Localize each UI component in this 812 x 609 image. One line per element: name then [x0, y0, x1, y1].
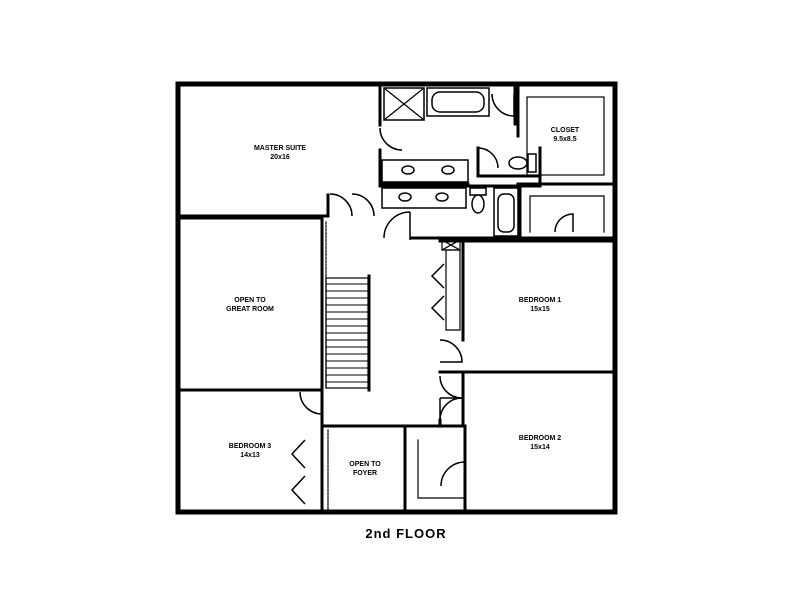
- hall-closet: [529, 195, 605, 233]
- toilet-door: [491, 93, 515, 117]
- hall-bath-door: [383, 211, 411, 240]
- master-closet: [516, 84, 617, 186]
- closet-size: 9.5x8.5: [553, 136, 576, 143]
- master-suite-door: [329, 193, 375, 217]
- staircase: [325, 274, 371, 392]
- bedroom-3-size: 14x13: [240, 452, 260, 459]
- great-room-label-1: OPEN TO: [234, 297, 266, 304]
- bedroom-3-label: BEDROOM 3: [229, 443, 272, 450]
- bedroom-2-closet-inner: [417, 439, 466, 499]
- floor-title: 2nd FLOOR: [365, 526, 447, 541]
- bedroom-2-closet-wall: [403, 424, 467, 514]
- master-bath-wall-2: [378, 148, 470, 186]
- shower: [383, 87, 425, 121]
- hall-tub: [493, 187, 519, 237]
- bedroom-2-label: BEDROOM 2: [519, 435, 562, 442]
- master-bath-door: [379, 127, 403, 151]
- exterior-wall: [175, 81, 618, 515]
- bedroom-2-size: 15x14: [530, 444, 550, 451]
- master-suite-label: MASTER SUITE: [254, 145, 306, 152]
- bedroom-1-closet-doors: [430, 263, 445, 321]
- hall-door: [439, 397, 463, 421]
- bedroom-2-closet-door: [440, 461, 466, 487]
- bedroom-2-door: [439, 375, 463, 399]
- closet-label: CLOSET: [551, 127, 580, 134]
- bedroom-3-door: [299, 391, 323, 415]
- bedroom-1-label: BEDROOM 1: [519, 297, 562, 304]
- hall-closet-door: [554, 213, 574, 233]
- master-vanity: [381, 159, 469, 183]
- great-room-label-2: GREAT ROOM: [226, 306, 274, 313]
- hall-vanity: [381, 187, 467, 209]
- bathtub: [426, 87, 490, 117]
- foyer-label-2: FOYER: [353, 470, 377, 477]
- closet-door: [477, 147, 499, 169]
- hall-toilet: [469, 187, 487, 214]
- bedroom-1-size: 15x15: [530, 306, 550, 313]
- bedroom-3-closet-doors: [290, 439, 306, 505]
- great-room-opening-wall: [176, 216, 324, 392]
- master-suite-size: 20x16: [270, 154, 290, 161]
- toilet-room-wall-2: [476, 146, 542, 178]
- linen-closet: [441, 239, 461, 251]
- master-suite-wall: [176, 193, 330, 218]
- bedroom-1-door: [439, 339, 463, 363]
- master-toilet: [508, 153, 537, 173]
- bedroom-1-closet: [445, 249, 461, 331]
- foyer-label-1: OPEN TO: [349, 461, 381, 468]
